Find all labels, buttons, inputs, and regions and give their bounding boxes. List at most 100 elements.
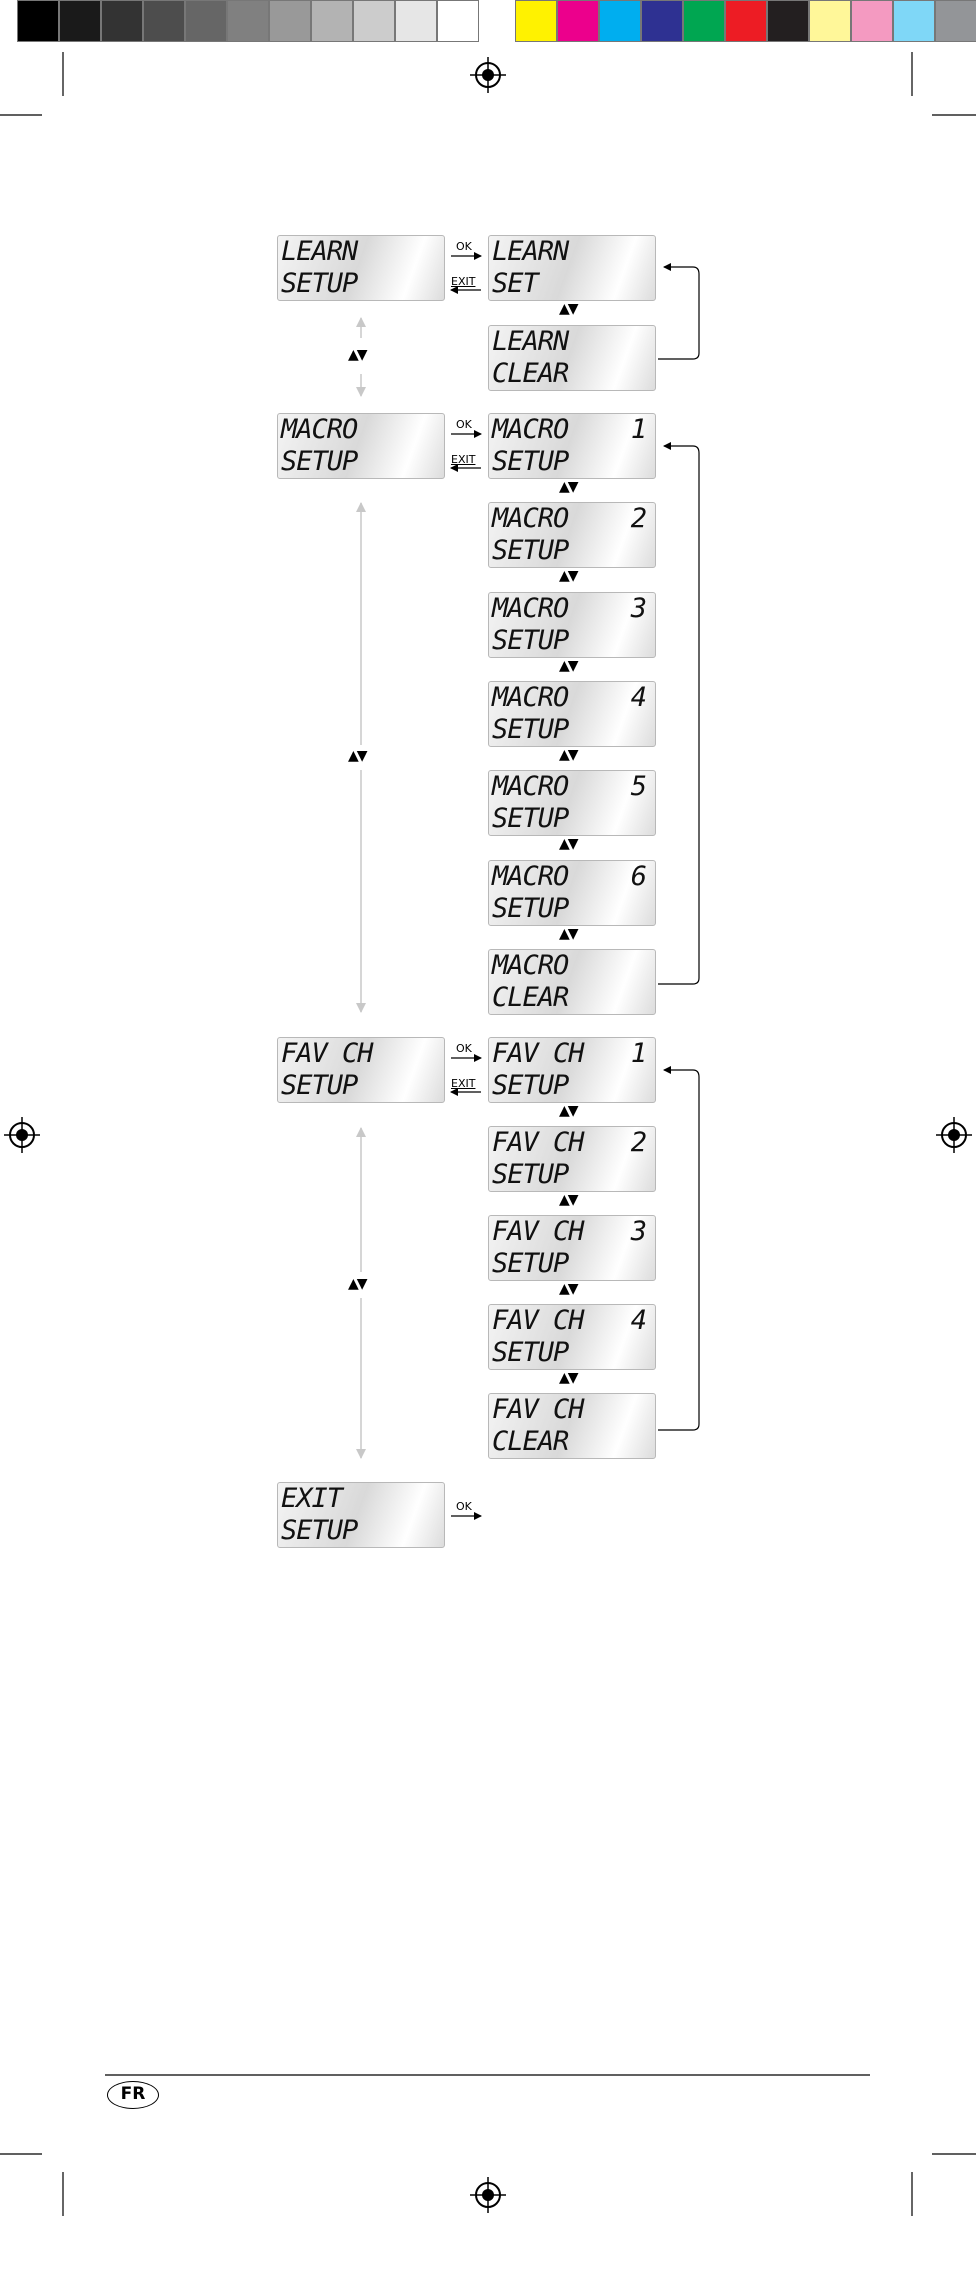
up-down-arrows-icon: ▲▼ (559, 1192, 578, 1208)
color-swatch (935, 0, 976, 42)
up-down-arrows-icon: ▲▼ (559, 925, 578, 942)
lcd-index-number: 1 (630, 1038, 647, 1069)
lcd-line2: SETUP (281, 268, 358, 299)
color-swatch (641, 0, 683, 42)
lcd-line1: MACRO (492, 414, 569, 445)
lcd-line1: MACRO (492, 860, 569, 892)
lcd-line1: MACRO (492, 771, 569, 803)
lcd-line2: SETUP (492, 535, 569, 567)
gray-swatch (395, 0, 437, 42)
exit-label: EXIT (451, 275, 476, 288)
lcd-exit-setup: EXIT SETUP (277, 1482, 445, 1548)
lcd-line2: SETUP (492, 1070, 569, 1101)
lcd-index-number: 4 (630, 681, 647, 713)
color-swatch (725, 0, 767, 42)
lcd-line1: FAV CH (492, 1127, 585, 1158)
lcd-line1: FAV CH (492, 1305, 585, 1336)
up-down-arrows-icon: ▲▼ (559, 568, 578, 585)
lcd-line2: SET (492, 268, 539, 299)
registration-mark-top (470, 57, 506, 93)
registration-mark-bottom (470, 2177, 506, 2213)
lcd-line2: SETUP (281, 446, 358, 477)
registration-mark-left (4, 1117, 40, 1153)
lcd-line1: FAV CH (492, 1216, 585, 1247)
up-down-arrows-icon: ▲▼ (559, 1103, 578, 1119)
ok-label: OK (456, 1500, 472, 1513)
up-down-arrows-icon: ▲▼ (559, 657, 578, 674)
lcd-index-number: 4 (630, 1305, 647, 1336)
lcd-line2: SETUP (492, 1248, 569, 1279)
color-swatch (809, 0, 851, 42)
lcd-line2: CLEAR (492, 1426, 569, 1457)
lcd-line2: SETUP (492, 713, 569, 745)
lcd-line1: MACRO (492, 949, 569, 981)
lcd-index-number: 2 (630, 1127, 647, 1158)
lcd-index-number: 3 (630, 592, 647, 624)
color-swatch (767, 0, 809, 42)
up-down-arrows-icon: ▲▼ (348, 347, 367, 363)
lcd-line1: LEARN (492, 236, 569, 267)
lcd-line1: EXIT (281, 1483, 343, 1514)
color-swatch (599, 0, 641, 42)
gray-swatch (59, 0, 101, 42)
exit-label: EXIT (451, 453, 476, 466)
gray-swatch (311, 0, 353, 42)
ok-label: OK (456, 1042, 472, 1055)
up-down-arrows-icon: ▲▼ (559, 1281, 578, 1297)
gray-swatch (17, 0, 59, 42)
up-down-arrows-icon: ▲▼ (559, 301, 578, 317)
gray-swatch (185, 0, 227, 42)
up-down-arrows-icon: ▲▼ (559, 836, 578, 853)
up-down-arrows-icon: ▲▼ (559, 1370, 578, 1386)
lcd-line1: FAV CH (492, 1394, 585, 1425)
color-swatch (515, 0, 557, 42)
lcd-line1: FAV CH (492, 1038, 585, 1069)
lcd-line2: SETUP (281, 1070, 358, 1101)
lcd-index-number: 2 (630, 503, 647, 535)
lcd-index-number: 6 (630, 860, 647, 892)
registration-mark-right (936, 1117, 972, 1153)
lcd-line1: MACRO (492, 681, 569, 713)
gray-swatch (227, 0, 269, 42)
lcd-line1: MACRO (492, 503, 569, 535)
gray-swatch (269, 0, 311, 42)
lcd-line2: SETUP (492, 1159, 569, 1190)
lcd-favch-setup: FAV CH SETUP (277, 1037, 445, 1103)
lcd-macro-setup: MACRO SETUP (277, 413, 445, 479)
lcd-index-number: 3 (630, 1216, 647, 1247)
up-down-arrows-icon: ▲▼ (348, 1276, 367, 1292)
color-swatch (557, 0, 599, 42)
ok-label: OK (456, 418, 472, 431)
lcd-line1: MACRO (281, 414, 358, 445)
lcd-index-number: 1 (630, 414, 647, 445)
lcd-line2: SETUP (492, 892, 569, 924)
exit-label: EXIT (451, 1077, 476, 1090)
lcd-line1: LEARN (281, 236, 358, 267)
gray-swatch (353, 0, 395, 42)
language-badge: FR (107, 2081, 159, 2109)
lcd-line2: SETUP (281, 1515, 358, 1546)
ok-label: OK (456, 240, 472, 253)
color-swatch (851, 0, 893, 42)
lcd-learn-setup: LEARN SETUP (277, 235, 445, 301)
lcd-line1: FAV CH (281, 1038, 374, 1069)
lcd-line2: SETUP (492, 446, 569, 477)
up-down-arrows-icon: ▲▼ (559, 746, 578, 763)
color-swatch (683, 0, 725, 42)
lcd-line1: LEARN (492, 326, 569, 357)
up-down-arrows-icon: ▲▼ (348, 748, 367, 764)
color-swatch (893, 0, 935, 42)
